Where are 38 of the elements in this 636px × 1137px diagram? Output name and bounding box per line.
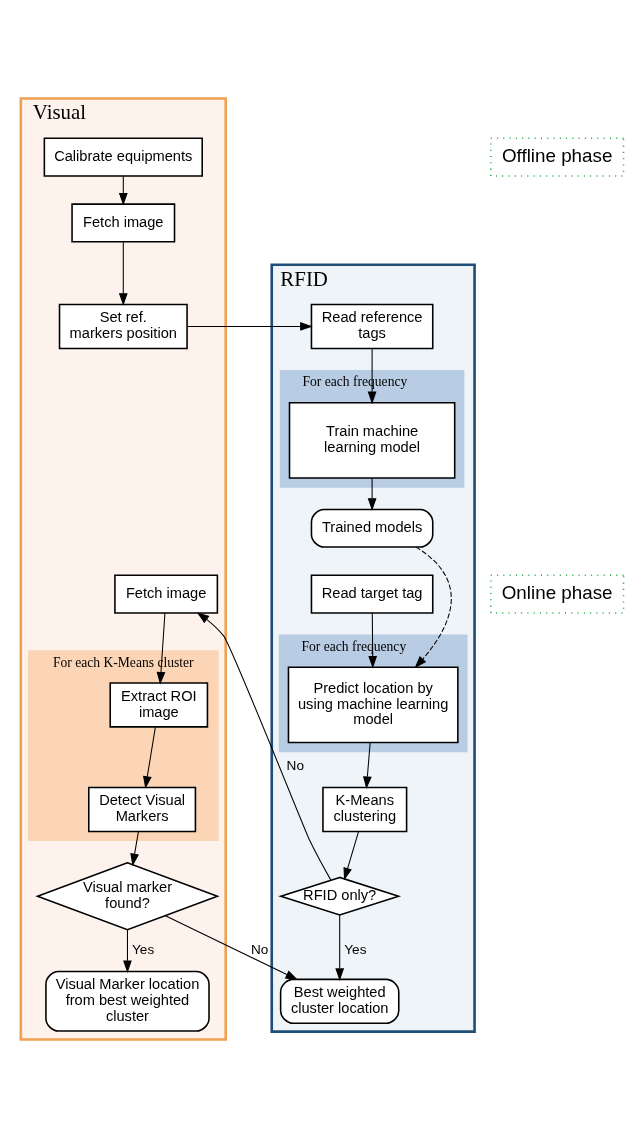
arrow: [343, 830, 360, 880]
node-box: Fetch image: [114, 574, 219, 614]
edge-label: No: [286, 757, 304, 773]
node-box: K-Means clustering: [322, 786, 408, 832]
node-box: Visual Marker location from best weighted cluster: [45, 970, 210, 1032]
arrow: [118, 175, 128, 206]
arrow: [156, 612, 166, 684]
node-box: Best weighted cluster location: [279, 978, 400, 1024]
arrow: [414, 546, 452, 668]
node-box: Predict location by using machine learning model: [287, 666, 459, 743]
edge-label: Yes: [132, 941, 155, 957]
arrow: [363, 741, 372, 789]
edge-label: No: [251, 941, 269, 957]
node-diamond: Visual marker found?: [35, 861, 220, 930]
node-diamond: RFID only?: [278, 876, 402, 916]
node-box: Extract ROI image: [109, 681, 209, 728]
node-box: Detect Visual Markers: [88, 786, 197, 832]
node-box: Set ref. markers position: [58, 303, 188, 349]
arrow: [123, 928, 132, 973]
arrow: [367, 347, 377, 404]
node-box: Read target tag: [310, 574, 434, 614]
node-box: Train machine learning model: [288, 401, 456, 479]
arrow: [335, 914, 345, 981]
node-box: Read reference tags: [310, 303, 434, 349]
arrow: [130, 830, 139, 866]
arrow: [118, 241, 128, 306]
node-box: Online phase: [489, 574, 625, 614]
arrow: [164, 914, 299, 980]
arrow: [368, 612, 378, 669]
arrow: [143, 726, 156, 789]
arrow: [186, 321, 313, 331]
arrow: [367, 477, 377, 511]
node-box: Fetch image: [71, 202, 176, 243]
node-box: Calibrate equipments: [43, 137, 203, 177]
node-box: Offline phase: [489, 137, 625, 177]
edge-label: Yes: [344, 941, 367, 957]
node-box: Trained models: [310, 508, 434, 548]
arrow: [196, 611, 332, 880]
